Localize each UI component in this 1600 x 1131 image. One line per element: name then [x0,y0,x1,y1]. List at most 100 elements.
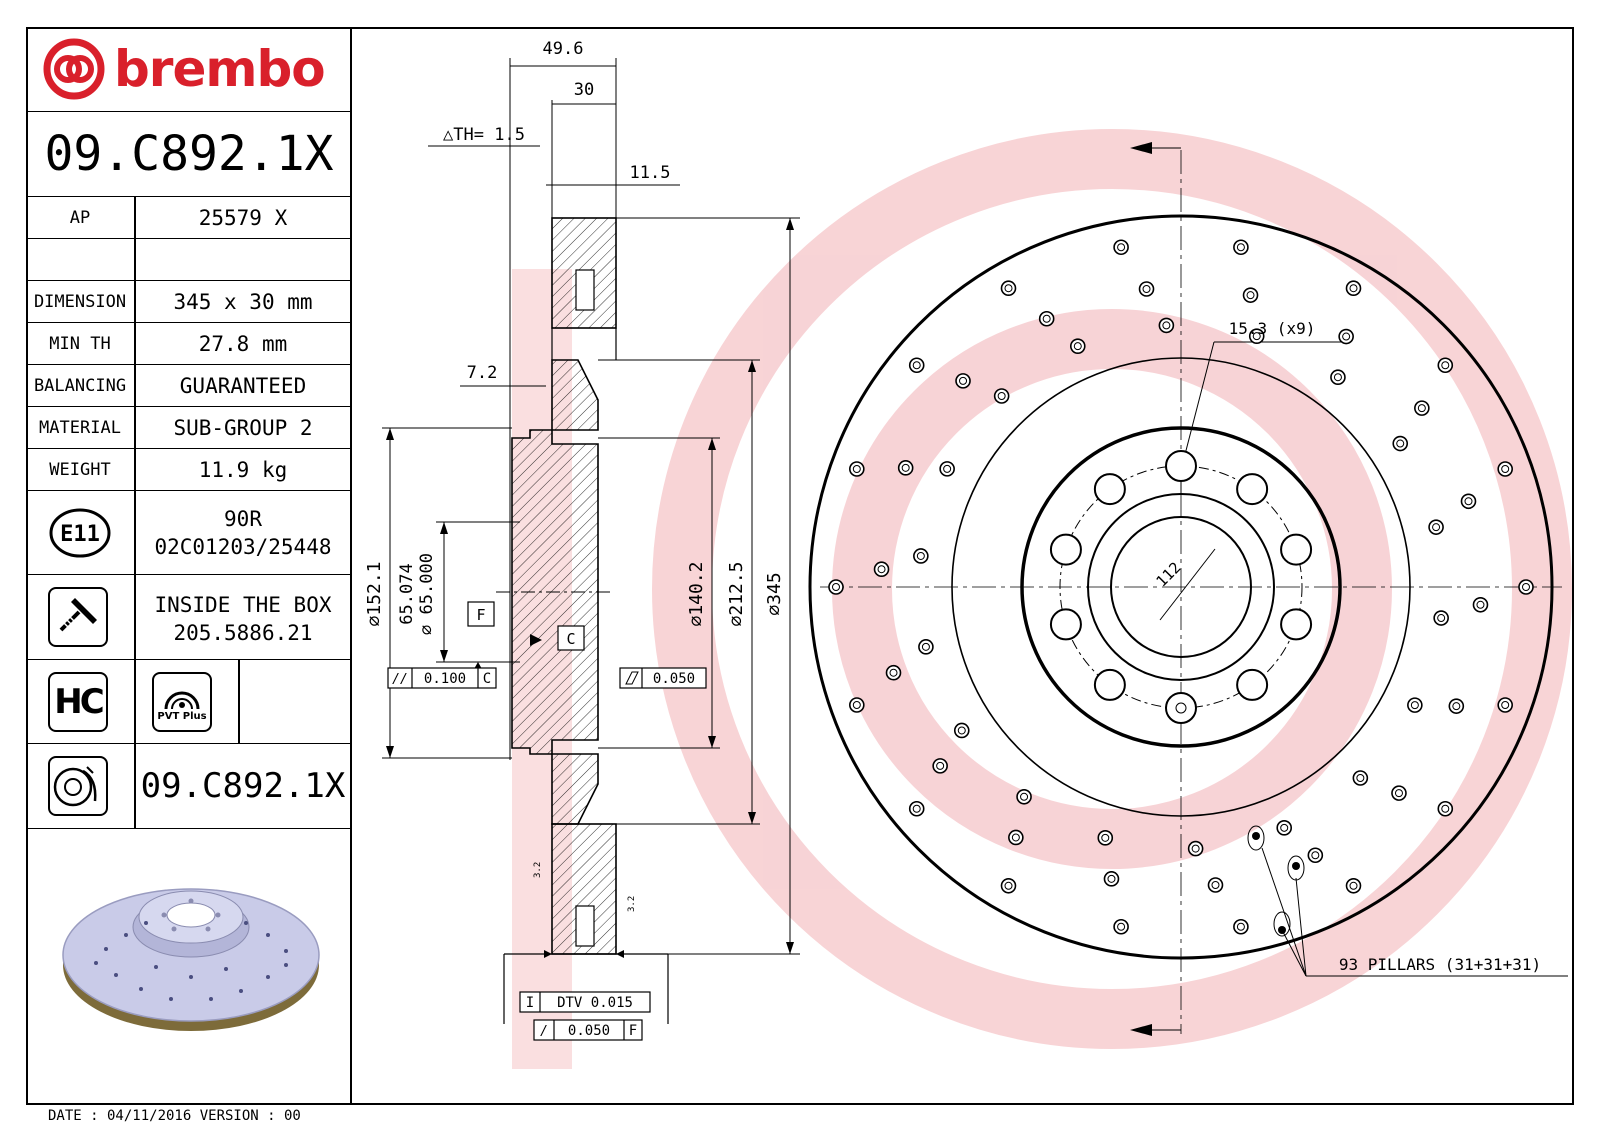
drill-hole [939,461,955,477]
spec-value: GUARANTEED [179,374,307,398]
drill-hole [849,461,865,477]
flatness-frame [619,667,707,689]
bolt-hole [1280,533,1313,566]
drill-hole [955,373,971,389]
date-version: DATE : 04/11/2016 VERSION : 00 [48,1108,301,1124]
datum-f: F [476,606,485,624]
bolt-hole [1093,473,1126,506]
drill-hole [1069,338,1086,354]
bolt-hole [1165,692,1197,724]
drill-hole [1414,400,1430,416]
drill-hole [1437,357,1454,374]
inside-box-line2: 205.5886.21 [173,621,313,645]
drill-hole [908,800,925,817]
drill-hole [1016,788,1032,805]
drill-hole [1391,785,1407,801]
parallel-value: 0.100 [424,671,466,687]
drill-hole [1097,830,1114,846]
bolt-hole [1093,668,1126,701]
drill-hole [897,460,914,476]
footer-part-number: 09.C892.1X [140,766,346,806]
bolt-hole [1165,450,1197,482]
runout-ref: F [629,1023,637,1039]
drill-hole [913,548,929,564]
drill-hole [1428,519,1444,535]
dim-d345: ⌀345 [764,572,785,615]
drill-hole [1330,369,1346,386]
title-block: brembo 09.C892.1X AP 25579 X DIMENSION 3… [26,27,352,1105]
approval-line1: 90R [224,507,262,531]
spec-value: 345 x 30 mm [173,290,313,314]
bolt-hole [1280,608,1313,641]
bolt-holes [1049,450,1313,724]
dim-d152: ⌀152.1 [364,561,385,626]
drill-hole [1207,877,1224,893]
drill-hole [1158,317,1175,334]
dim-d65a: 65.074 [397,563,417,624]
bolt-hole [1049,608,1082,641]
inside-box-line1: INSIDE THE BOX [154,593,332,617]
hole-dia-label: 15.3 (x9) [1229,319,1316,338]
drill-hole [1497,461,1513,477]
drill-hole [1433,610,1449,626]
part-number: 09.C892.1X [44,126,334,182]
drill-hole [1000,280,1017,297]
parallelism-frame [387,667,497,689]
drill-holes [828,239,1534,935]
screw-icon [48,587,108,647]
section-view: 49.6 30 △TH= 1.5 11.5 7.2 ⌀152.1 65.074 … [364,39,800,1041]
drill-hole [1233,239,1249,256]
spec-label: MIN TH [49,334,111,354]
drill-hole [1113,918,1129,935]
drill-hole [828,579,844,595]
drawing-frame [26,27,1574,1105]
drill-hole [1345,280,1362,297]
svg-text:/: / [540,1024,548,1039]
spec-label: AP [69,208,91,228]
drill-hole [1248,328,1265,344]
brembo-logo: brembo [42,37,326,101]
dim-th-delta: △TH= 1.5 [443,125,525,145]
drill-hole [1242,287,1259,303]
dim-d65b: ⌀ 65.000 [417,553,437,635]
drill-hole [1448,698,1465,714]
datum-c: C [566,630,575,648]
spec-value: 27.8 mm [198,332,288,356]
drill-hole [1307,847,1324,864]
front-view[interactable]: 15.3 (x9) 112 93 PILLARS (31+31+31) [800,29,1572,1099]
svg-text:I: I [526,995,534,1011]
dim-hat-offset: 11.5 [630,163,671,183]
brembo-logo-icon [43,38,105,100]
dim-d140: ⌀140.2 [686,561,707,626]
drill-hole [849,697,865,713]
drill-hole [908,357,925,374]
parallel-ref: C [483,671,491,687]
drill-hole [885,664,902,681]
dtv-value: DTV 0.015 [557,995,633,1011]
bolt-hole [1236,668,1269,701]
drill-hole [1407,697,1423,713]
drill-hole [1038,310,1055,327]
drill-hole [1338,328,1354,345]
drill-hole [1113,239,1129,256]
drill-hole [1008,829,1024,846]
drill-hole [1472,596,1489,613]
svg-text://: // [392,672,408,687]
approval-line2: 02C01203/25448 [154,535,332,559]
hc-badge: HC [48,672,108,732]
spec-value: 11.9 kg [198,458,288,482]
drill-hole [1345,877,1362,894]
pcd-label: 112 [1153,559,1185,591]
drill-hole [1187,840,1204,857]
e11-approval-icon: E11 [49,508,111,558]
pvt-plus-badge: PVT Plus [152,672,212,732]
dim-d212: ⌀212.5 [726,561,747,626]
drill-hole [1000,877,1017,894]
hc-text: HC [54,682,104,722]
spec-label: BALANCING [33,376,127,396]
spec-value: SUB-GROUP 2 [173,416,313,440]
spec-label: MATERIAL [39,418,121,438]
drill-hole [1103,871,1120,887]
flatness-value: 0.050 [653,671,695,687]
spec-label: WEIGHT [49,460,111,480]
